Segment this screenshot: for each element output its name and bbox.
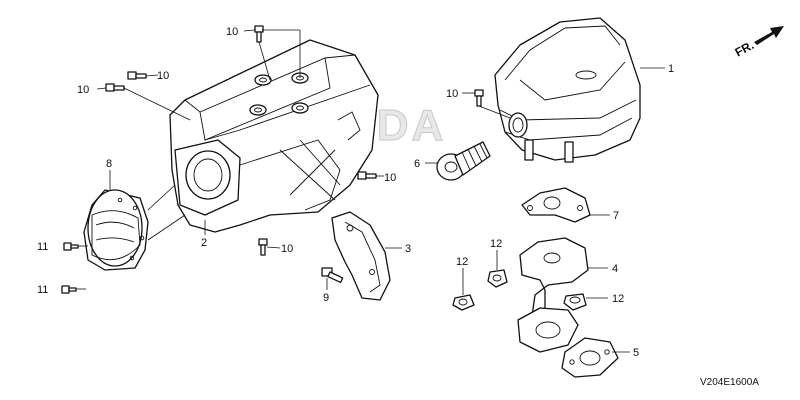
callout-10-center: 10 [384,172,396,184]
callout-1: 1 [668,63,674,75]
front-direction-label: FR. [733,38,757,59]
callout-3: 3 [405,243,411,255]
nut-12-mid [487,269,508,288]
part-1-muffler [494,17,641,163]
callout-12-left: 12 [456,256,468,268]
callout-10-left-upper: 10 [157,70,169,82]
part-5-gasket [561,337,619,378]
screw-11-lower [61,285,77,294]
callout-8: 8 [106,158,112,170]
callout-7: 7 [613,210,619,222]
bolt-10-center [357,171,377,180]
bolt-10-left [105,83,125,92]
nut-12-left [452,294,475,311]
front-direction-arrow: FR. [733,26,784,59]
screw-11-upper [63,242,79,251]
part-2-muffler-protector [169,39,379,233]
callout-11-upper: 11 [37,241,48,253]
callout-9: 9 [323,292,329,304]
drawing-code: V204E1600A [700,377,759,388]
part-3-bracket [331,211,391,301]
callout-11-lower: 11 [37,284,48,296]
callout-5: 5 [633,347,639,359]
callout-2: 2 [201,237,207,249]
bolt-10-left-upper [127,71,147,80]
bolt-10-lower [258,238,268,256]
callouts: 10 10 10 10 10 10 1 8 6 7 2 3 11 11 12 1… [37,26,674,359]
callout-4: 4 [612,263,618,275]
callout-10-lower: 10 [281,243,293,255]
callout-10-muffler: 10 [446,88,458,100]
leader-lines [76,29,665,353]
part-7-gasket [521,187,591,223]
part-8-exhaust-cover [83,189,149,271]
callout-10-left: 10 [77,84,89,96]
bolt-10-top [254,25,264,43]
front-arrow-icon [754,26,784,45]
part-4-exhaust-manifold [517,237,589,353]
bolt-9 [321,267,344,284]
callout-10-top: 10 [226,26,238,38]
bolt-10-muffler [474,89,484,107]
callout-12-right: 12 [612,293,624,305]
nut-12-right [563,293,587,311]
callout-12-mid: 12 [490,238,502,250]
part-6-spark-arrester [436,141,491,181]
callout-6: 6 [414,158,420,170]
